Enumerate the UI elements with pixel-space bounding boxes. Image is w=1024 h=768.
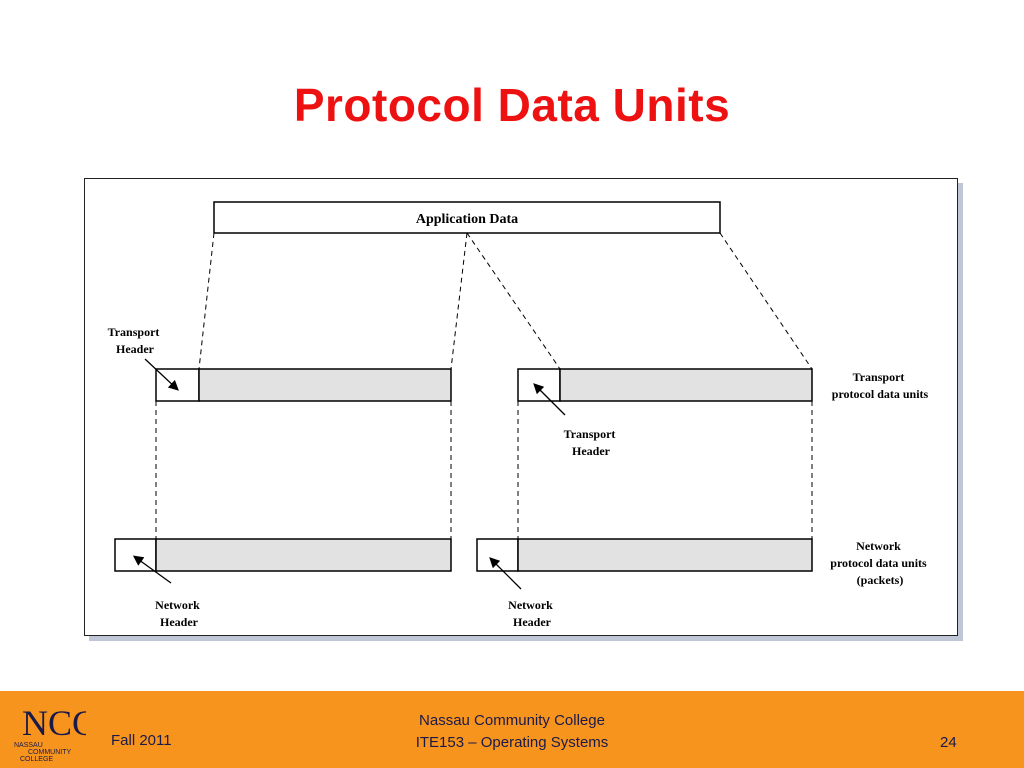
network-header-label-left: Network Header (155, 598, 203, 629)
logo-line-2: COMMUNITY (28, 749, 71, 756)
ncc-logo: NCC NASSAU COMMUNITY COLLEGE (14, 703, 86, 763)
network-header-label-right: Network Header (508, 598, 556, 629)
header-arrows (132, 358, 566, 590)
application-data-box (213, 201, 721, 234)
transport-header-box-left (155, 368, 200, 402)
footer-college: Nassau Community College (419, 712, 605, 729)
logo-line-3: COLLEGE (20, 756, 53, 763)
transport-pdu-label: Transport protocol data units (832, 370, 929, 401)
transport-header-label-left: Transport Header (108, 325, 163, 356)
network-payload-right (517, 538, 813, 572)
transport-payload-right (559, 368, 813, 402)
footer-term: Fall 2011 (111, 732, 172, 749)
slide-title: Protocol Data Units (293, 79, 731, 131)
transport-header-box-right (517, 368, 561, 402)
slide-footer: NCC NASSAU COMMUNITY COLLEGE Fall 2011 N… (0, 691, 1024, 768)
transport-header-label-right: Transport Header (564, 427, 619, 458)
network-payload-left (155, 538, 452, 572)
page-number: 24 (940, 734, 957, 751)
pdu-diagram: Application Data (84, 178, 958, 636)
transport-to-network-lines (155, 401, 813, 539)
transport-payload-left (198, 368, 452, 402)
network-header-box-left (114, 538, 157, 572)
logo-monogram: NCC (22, 703, 86, 743)
logo-line-1: NASSAU (14, 742, 43, 749)
app-to-transport-lines (198, 232, 813, 370)
network-header-box-right (476, 538, 519, 572)
application-data-label: Application Data (416, 212, 518, 227)
footer-course: ITE153 – Operating Systems (415, 734, 609, 751)
network-pdu-label: Network protocol data units (packets) (830, 539, 929, 587)
